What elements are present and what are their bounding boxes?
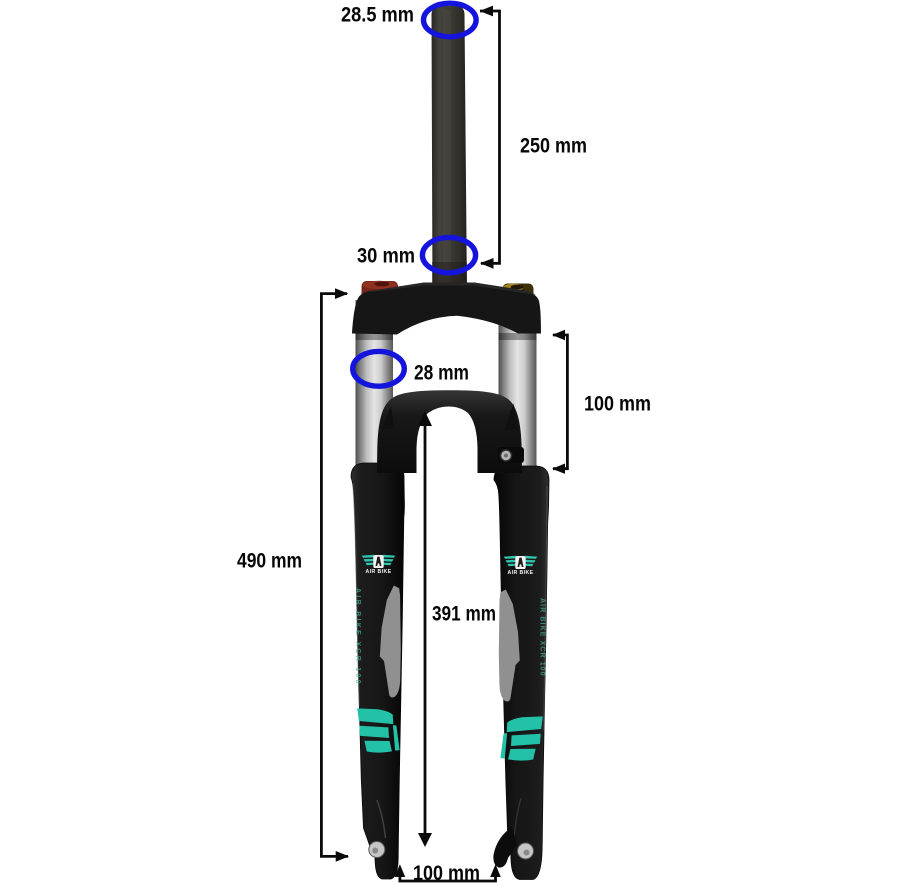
svg-text:AIR BIKE: AIR BIKE xyxy=(508,570,534,576)
svg-text:100 mm: 100 mm xyxy=(584,393,651,416)
svg-text:AIR BIKE XCR 100: AIR BIKE XCR 100 xyxy=(539,598,546,677)
svg-text:AIR BIKE XCR 100: AIR BIKE XCR 100 xyxy=(354,588,361,686)
svg-text:490 mm: 490 mm xyxy=(237,550,302,573)
svg-text:AIR BIKE: AIR BIKE xyxy=(366,569,392,575)
svg-text:28.5 mm: 28.5 mm xyxy=(341,4,414,27)
svg-text:28 mm: 28 mm xyxy=(414,362,469,385)
svg-text:391 mm: 391 mm xyxy=(432,603,496,626)
svg-text:100 mm: 100 mm xyxy=(413,862,480,885)
svg-text:30 mm: 30 mm xyxy=(357,245,415,268)
svg-text:250 mm: 250 mm xyxy=(520,135,587,158)
